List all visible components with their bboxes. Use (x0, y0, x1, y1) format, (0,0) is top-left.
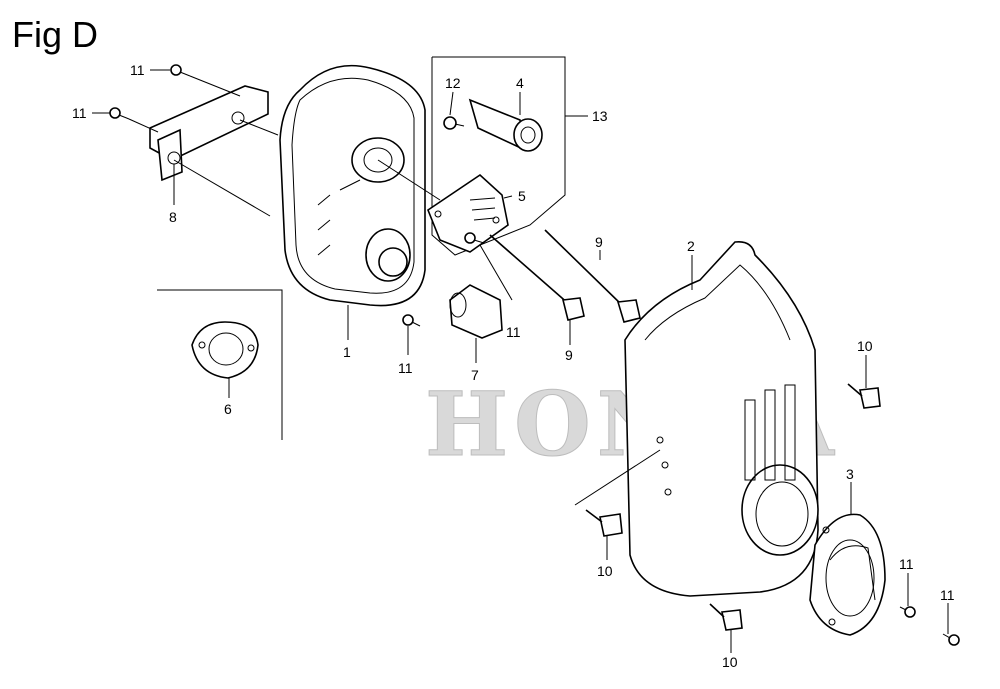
screw-right-b (942, 633, 960, 646)
figure-title: Fig D (12, 14, 99, 55)
callout-10-left: 10 (597, 563, 613, 579)
callout-9-upper: 9 (595, 234, 603, 250)
gasket (191, 321, 259, 379)
long-bolt-upper (544, 229, 641, 323)
callout-4: 4 (516, 75, 524, 91)
callout-11-top: 11 (130, 62, 145, 78)
flange-bolt-right (847, 383, 881, 409)
screw-right-a (899, 606, 916, 618)
kit-section-frame (431, 56, 566, 256)
screw-left (109, 107, 130, 120)
callout-2: 2 (687, 238, 695, 254)
screw-top (170, 64, 191, 77)
bracket (149, 85, 269, 182)
callout-10-bottom: 10 (722, 654, 738, 670)
callout-6: 6 (224, 401, 232, 417)
callout-9-lower: 9 (565, 347, 573, 363)
callout-12: 12 (445, 75, 461, 91)
callout-1: 1 (343, 344, 351, 360)
leader-lines (92, 69, 949, 653)
screw-mid (402, 314, 421, 327)
gasket-section-frame (157, 289, 283, 440)
callout-11-left: 11 (72, 105, 87, 121)
muffler-protector (624, 240, 819, 597)
callout-11-label: 11 (506, 324, 521, 340)
callout-13: 13 (592, 108, 608, 124)
exhaust-deflector (809, 513, 886, 636)
callout-7: 7 (471, 367, 479, 383)
long-bolt-lower (489, 234, 585, 321)
callout-3: 3 (846, 466, 854, 482)
screw-12 (443, 116, 465, 130)
nut (449, 284, 503, 339)
screw-label (464, 232, 485, 244)
callout-8: 8 (169, 209, 177, 225)
muffler (279, 64, 426, 307)
callout-10-right: 10 (857, 338, 873, 354)
spark-arrester (468, 98, 543, 152)
callout-11-mid: 11 (398, 360, 413, 376)
flange-bolt-left (585, 509, 623, 537)
callout-11-right-b: 11 (940, 587, 955, 603)
callout-11-right-a: 11 (899, 556, 914, 572)
label-plate (427, 173, 509, 253)
flange-bolt-bottom (709, 603, 743, 631)
callout-5: 5 (518, 188, 526, 204)
